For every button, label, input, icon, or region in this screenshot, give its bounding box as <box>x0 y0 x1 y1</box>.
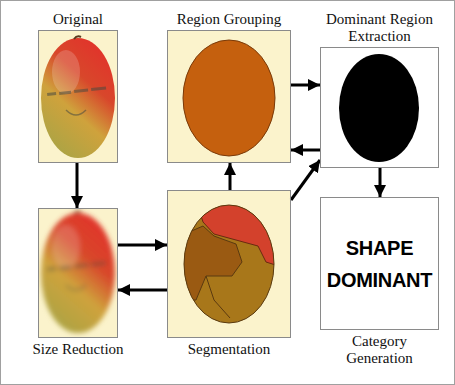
panel-ground <box>320 197 439 330</box>
flow-arrow <box>76 163 79 208</box>
segmented-regions <box>180 200 285 330</box>
panel-ground <box>38 208 118 338</box>
mango-photo <box>41 36 115 158</box>
panel-ground <box>38 30 118 163</box>
flow-arrow <box>291 149 320 152</box>
category-text: SHAPE DOMINANT <box>327 232 432 296</box>
panel-label: Region Grouping <box>177 11 282 28</box>
panel-label: Original <box>53 11 103 28</box>
flow-arrow <box>118 289 167 292</box>
flow-arrow <box>291 84 320 87</box>
category-box: Category GenerationSHAPE DOMINANT <box>320 197 439 330</box>
flow-arrow <box>379 168 382 197</box>
image-panel: Segmentation <box>167 190 291 338</box>
grouped-region <box>183 40 275 156</box>
image-panel: Region Grouping <box>167 30 291 163</box>
panel-label: Dominant Region Extraction <box>319 11 441 45</box>
flow-arrow <box>118 244 167 247</box>
box-body: SHAPE DOMINANT <box>321 198 438 329</box>
panel-label: Segmentation <box>188 341 271 358</box>
blurred-mango <box>41 211 115 333</box>
panel-ground <box>167 30 291 163</box>
image-panel: Size Reduction <box>38 208 118 338</box>
flow-arrow <box>291 160 320 200</box>
image-panel: Original <box>38 30 118 163</box>
flow-arrow <box>229 163 232 190</box>
image-panel: Dominant Region Extraction <box>320 47 439 168</box>
panel-ground <box>320 47 439 168</box>
panel-label: Size Reduction <box>32 341 123 358</box>
panel-ground <box>167 190 291 338</box>
panel-label: Category Generation <box>326 333 434 367</box>
dominant-region <box>339 54 419 162</box>
